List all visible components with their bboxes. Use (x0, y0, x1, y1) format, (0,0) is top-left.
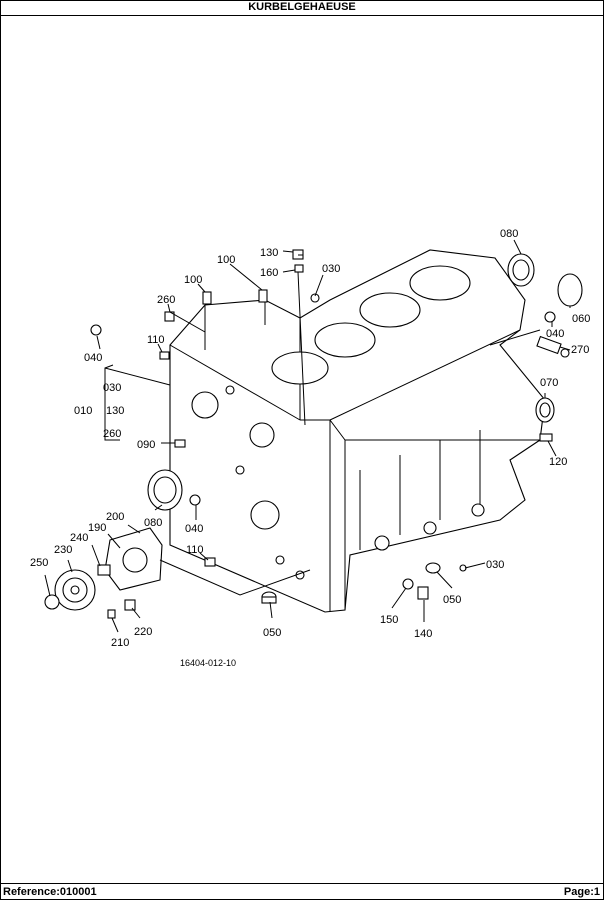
callout-060: 060 (572, 313, 590, 325)
callout-100-right: 100 (217, 254, 235, 266)
callout-030-bottom: 030 (486, 559, 504, 571)
callout-040-left: 040 (84, 352, 102, 364)
callout-270: 270 (571, 344, 589, 356)
callout-160: 160 (260, 267, 278, 279)
plug-050-a (425, 562, 441, 574)
callout-190: 190 (88, 522, 106, 534)
callout-140: 140 (414, 628, 432, 640)
oil-pump-assembly (44, 527, 163, 619)
callout-100-left: 100 (184, 274, 202, 286)
callout-labels: 080 130 100 160 030 100 260 060 040 110 … (30, 228, 590, 668)
crankcase-block (169, 249, 546, 613)
callout-050-right: 050 (443, 594, 461, 606)
callout-150: 150 (380, 614, 398, 626)
callout-110-front: 110 (186, 544, 204, 556)
callout-030-group: 030 (103, 382, 121, 394)
plug-050-b (261, 591, 277, 604)
callout-030-top: 030 (322, 263, 340, 275)
callout-260-group: 260 (103, 428, 121, 440)
callout-080-front: 080 (144, 517, 162, 529)
page-number: Page:1 (563, 886, 600, 898)
callout-130-top: 130 (260, 247, 278, 259)
callout-130-group: 130 (106, 405, 124, 417)
callout-210: 210 (111, 637, 129, 649)
callout-010: 010 (74, 405, 92, 417)
callout-040-front: 040 (185, 523, 203, 535)
bolts (90, 293, 556, 600)
callout-250: 250 (30, 557, 48, 569)
callout-220: 220 (134, 626, 152, 638)
callout-040-rear: 040 (546, 328, 564, 340)
seal-080-rear (507, 253, 535, 287)
plug-060 (557, 273, 583, 307)
callout-200: 200 (106, 511, 124, 523)
callout-120: 120 (549, 456, 567, 468)
seal-080-front (147, 469, 183, 511)
callout-070: 070 (540, 377, 558, 389)
callout-090: 090 (137, 439, 155, 451)
drawing-number: 16404-012-10 (180, 658, 236, 668)
callout-230: 230 (54, 544, 72, 556)
exploded-parts-diagram: 080 130 100 160 030 100 260 060 040 110 … (30, 228, 590, 668)
page-title: KURBELGEHAEUSE (0, 0, 604, 16)
callout-260-top: 260 (157, 294, 175, 306)
callout-110-top: 110 (147, 334, 165, 346)
callout-240: 240 (70, 532, 88, 544)
reference-label: Reference:010001 (3, 886, 97, 898)
leader-lines (44, 239, 571, 633)
callout-050-bottom: 050 (263, 627, 281, 639)
seal-070 (535, 397, 555, 423)
callout-080-top: 080 (500, 228, 518, 240)
page-footer: Reference:010001 Page:1 (0, 883, 604, 900)
